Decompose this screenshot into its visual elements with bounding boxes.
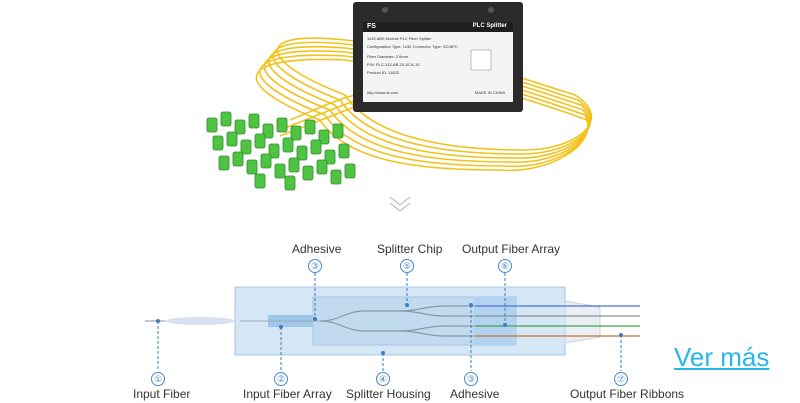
box-title: PLC Splitter — [472, 23, 507, 29]
output-boot — [564, 300, 601, 344]
label-splitter-housing: Splitter Housing — [346, 387, 431, 401]
brand-logo: FS — [367, 23, 376, 30]
label-adhesive-top: Adhesive — [292, 242, 342, 256]
output-fiber-array-block — [474, 297, 516, 345]
plc-splitter-diagram — [145, 273, 640, 371]
input-fiber-jacket — [165, 317, 235, 325]
box-label: FS PLC Splitter 1x32 ABS Module PLC Fibe… — [363, 22, 513, 102]
box-line: Product ID: 11822 — [367, 70, 399, 75]
label-splitter-chip: Splitter Chip — [377, 242, 443, 256]
label-output-fiber-ribbons: Output Fiber Ribbons — [570, 387, 685, 401]
box-line: P/N: PLC-132-AB-20-SCA-15 — [367, 62, 420, 67]
marker-input-fiber-array: ② — [274, 372, 288, 386]
box-line: 1x32 ABS Module PLC Fiber Splitter — [367, 36, 432, 41]
marker-splitter-chip: ⑤ — [400, 259, 414, 273]
marker-input-fiber: ① — [151, 372, 165, 386]
marker-output-fiber-array: ⑥ — [498, 259, 512, 273]
box-line: Fiber Diameter: 2.0mm — [367, 54, 408, 59]
marker-output-fiber-ribbons: ⑦ — [614, 372, 628, 386]
marker-adhesive-bottom: ③ — [464, 372, 478, 386]
label-output-fiber-array: Output Fiber Array — [462, 242, 561, 256]
marker-adhesive-top: ③ — [308, 259, 322, 273]
label-input-fiber: Input Fiber — [133, 387, 191, 401]
label-adhesive-bottom: Adhesive — [450, 387, 500, 401]
box-line: http://www.fs.com — [367, 90, 399, 95]
ver-mas-link[interactable]: Ver más — [674, 342, 770, 372]
box-line: Configuration Type: 1x32 Connector Type:… — [367, 44, 458, 49]
chevron-down-icon — [389, 196, 411, 213]
box-line: MADE IN CHINA — [475, 90, 506, 95]
marker-splitter-housing: ④ — [376, 372, 390, 386]
label-input-fiber-array: Input Fiber Array — [243, 387, 332, 401]
plc-splitter-photo — [206, 2, 593, 191]
